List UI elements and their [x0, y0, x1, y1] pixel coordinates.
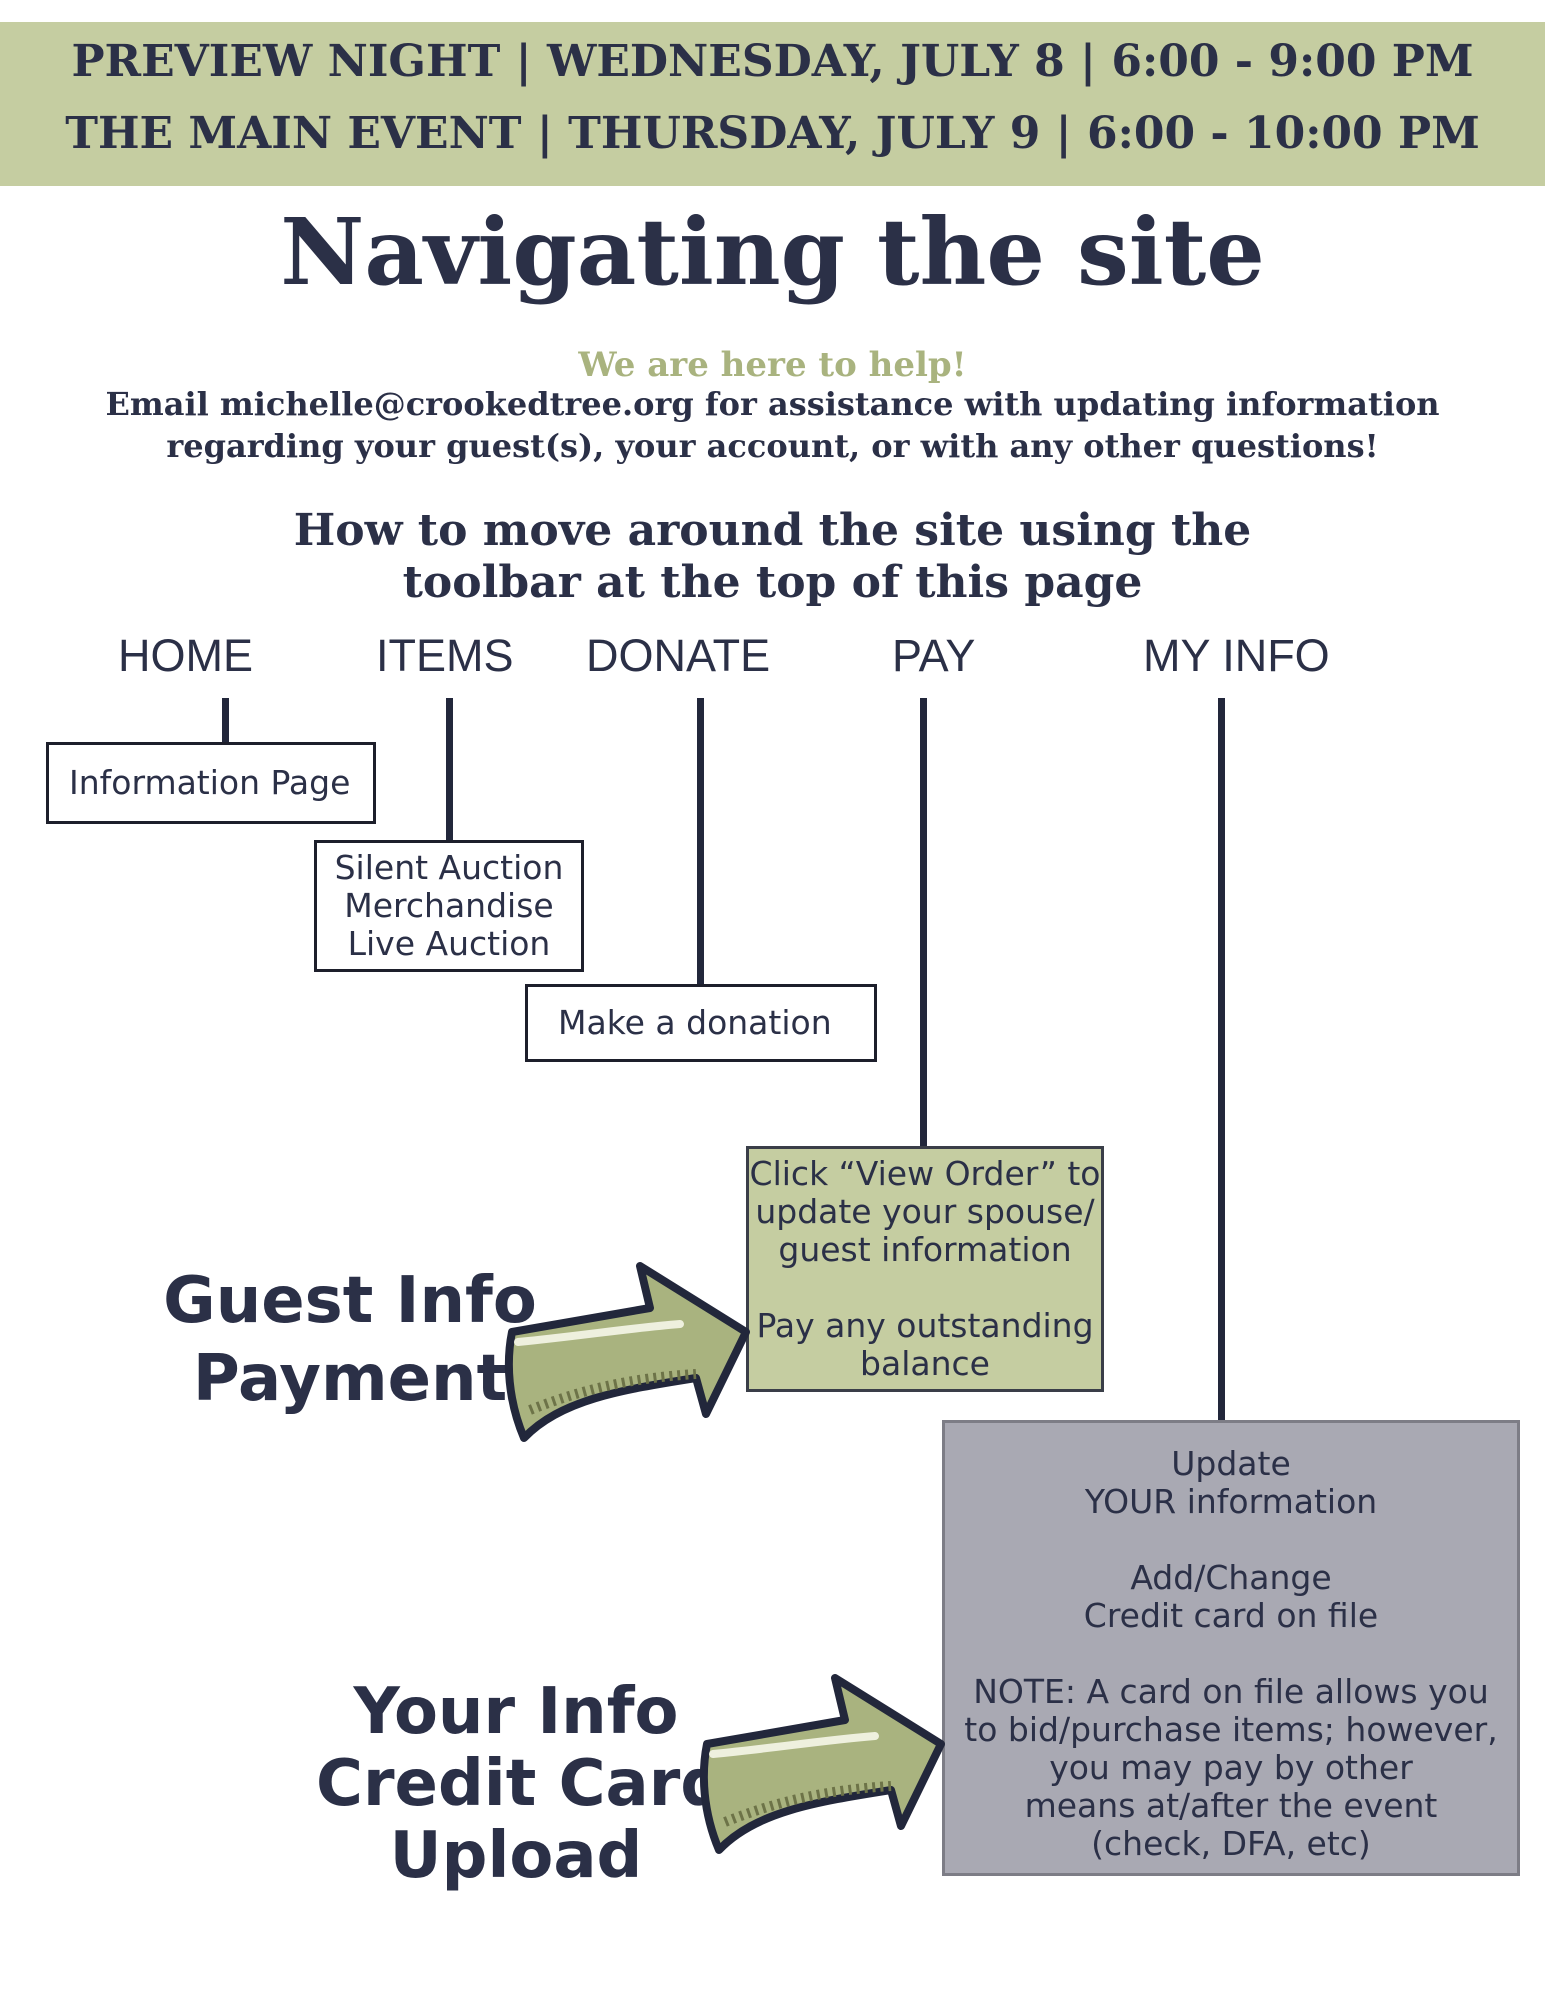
connector-pay: [920, 698, 927, 1146]
box-myinfo: Update YOUR information Add/Change Credi…: [942, 1420, 1520, 1876]
right-arrow-icon: [699, 1674, 945, 1854]
box-items-line: Silent Auction: [334, 848, 564, 887]
box-pay-spacer: [750, 1269, 1101, 1307]
page-title: Navigating the site: [280, 198, 1265, 306]
box-myinfo-line: (check, DFA, etc): [1091, 1824, 1371, 1863]
nav-label-pay: PAY: [892, 630, 976, 681]
howto-line-1: How to move around the site using the: [293, 505, 1252, 556]
banner-preview-night: PREVIEW NIGHT | WEDNESDAY, JULY 8 | 6:00…: [71, 36, 1474, 87]
box-myinfo-line: means at/after the event: [1024, 1786, 1438, 1825]
box-myinfo-line: Add/Change: [1130, 1558, 1332, 1597]
help-text: Email michelle@crookedtree.org for assis…: [105, 385, 1440, 465]
box-myinfo-line: YOUR information: [1084, 1482, 1378, 1521]
box-items: Silent Auction Merchandise Live Auction: [314, 840, 584, 972]
box-information-page: Information Page: [46, 742, 376, 824]
connector-myinfo: [1218, 698, 1225, 1420]
box-myinfo-line: NOTE: A card on file allows you: [973, 1672, 1489, 1711]
box-myinfo-spacer: [964, 1521, 1497, 1559]
box-donate: Make a donation: [525, 984, 877, 1062]
callout-your-line: Your Info: [353, 1675, 679, 1749]
callout-guest-line: Payment: [192, 1342, 508, 1416]
callout-your-line: Credit Card: [316, 1747, 727, 1821]
nav-label-donate: DONATE: [586, 630, 771, 681]
box-myinfo-line: you may pay by other: [1049, 1748, 1413, 1787]
right-arrow-icon: [504, 1262, 750, 1442]
howto-line-2: toolbar at the top of this page: [402, 557, 1143, 608]
callout-guest-line: Guest Info: [163, 1264, 537, 1338]
box-myinfo-line: to bid/purchase items; however,: [964, 1710, 1498, 1749]
box-pay-line: Click “View Order” to: [749, 1154, 1101, 1193]
nav-label-items: ITEMS: [376, 630, 514, 681]
box-pay-line: Pay any outstanding: [756, 1306, 1094, 1345]
connector-items: [446, 698, 453, 840]
callout-your-info: Your Info Credit Card Upload: [316, 1675, 727, 1893]
box-pay: Click “View Order” to update your spouse…: [746, 1146, 1104, 1392]
event-banner: PREVIEW NIGHT | WEDNESDAY, JULY 8 | 6:00…: [0, 22, 1545, 186]
box-pay-line: balance: [860, 1344, 990, 1383]
nav-label-home: HOME: [118, 630, 253, 681]
connector-home: [222, 698, 229, 742]
nav-label-myinfo: MY INFO: [1143, 630, 1330, 681]
banner-main-event: THE MAIN EVENT | THURSDAY, JULY 9 | 6:00…: [65, 108, 1480, 159]
box-myinfo-spacer: [964, 1635, 1497, 1673]
box-myinfo-line: Update: [1171, 1444, 1291, 1483]
box-pay-line: guest information: [778, 1230, 1072, 1269]
connector-donate: [697, 698, 704, 984]
box-home-text: Information Page: [69, 763, 351, 802]
callout-your-line: Upload: [389, 1819, 643, 1893]
howto-heading: How to move around the site using the to…: [0, 505, 1545, 609]
box-pay-line: update your spouse/: [755, 1192, 1095, 1231]
box-myinfo-line: Credit card on file: [1083, 1596, 1379, 1635]
callout-guest: Guest Info Payment: [150, 1262, 550, 1418]
help-heading: We are here to help!: [578, 345, 967, 385]
box-donate-text: Make a donation: [558, 1003, 832, 1042]
box-items-line: Merchandise: [344, 886, 554, 925]
box-items-line: Live Auction: [347, 924, 551, 963]
